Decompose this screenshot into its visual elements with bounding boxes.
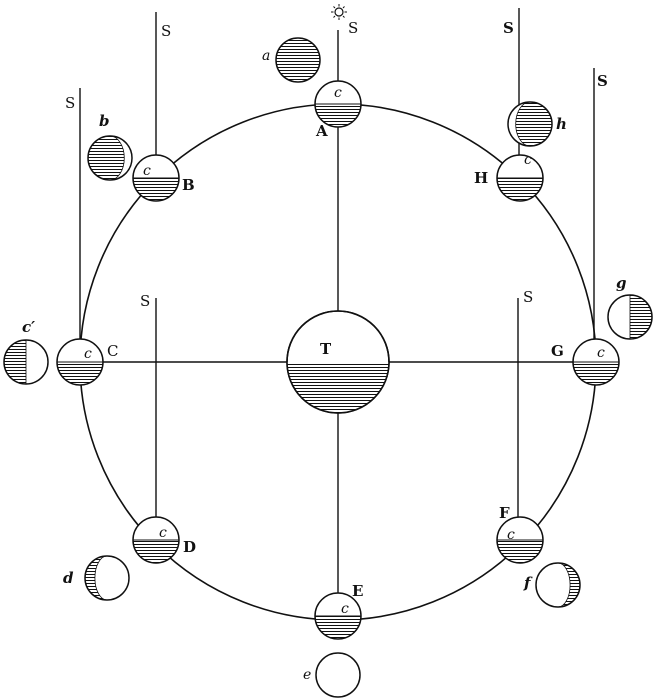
view-label-b: b <box>99 112 110 130</box>
sun-label-3: S <box>348 19 358 37</box>
view-label-g: g <box>616 274 627 292</box>
orbit-moon-A <box>314 80 362 128</box>
moon-label-F: c <box>507 527 515 543</box>
position-label-A: A <box>315 122 328 140</box>
position-label-D: D <box>183 538 196 556</box>
sun-icon <box>331 4 347 20</box>
sun-label-4: S <box>503 19 514 37</box>
moon-label-E: c <box>341 601 349 617</box>
orbit-moon-C <box>56 338 104 386</box>
moon-label-B: c <box>143 163 151 179</box>
phase-view-c <box>3 339 49 385</box>
moon-label-A: c <box>334 85 342 101</box>
phase-view-h <box>507 101 553 147</box>
position-label-C: C <box>107 342 118 360</box>
phase-view-b <box>87 135 133 181</box>
view-label-a: a <box>262 48 270 64</box>
position-label-H: H <box>474 169 488 187</box>
moon-label-C: c <box>84 346 92 362</box>
view-label-f: f <box>523 574 533 592</box>
view-label-d: d <box>63 569 74 587</box>
phase-view-g <box>607 294 653 340</box>
earth-label: T <box>320 340 332 358</box>
orbit-moon-F <box>496 516 544 564</box>
orbit-moon-H <box>496 154 544 202</box>
orbit-moon-D <box>132 516 180 564</box>
sun-label-5: S <box>597 72 608 90</box>
orbit-moon-G <box>572 338 620 386</box>
view-label-e: e <box>303 667 311 683</box>
phase-view-f <box>535 562 581 608</box>
position-label-G: G <box>551 342 564 360</box>
phase-view-e <box>315 652 361 698</box>
moon-label-H: c <box>524 152 532 168</box>
orbit-moon-B <box>132 154 180 202</box>
position-label-B: B <box>182 176 195 194</box>
sun-label-1: S <box>161 22 171 40</box>
orbit-moon-E <box>314 592 362 640</box>
view-label-h: h <box>556 115 567 133</box>
earth <box>286 310 390 414</box>
sun-label-6: S <box>140 292 150 310</box>
view-label-c: c′ <box>22 318 35 336</box>
phase-view-a <box>275 37 321 83</box>
position-label-F: F <box>499 504 510 522</box>
sun-label-2: S <box>65 94 75 112</box>
moon-label-G: c <box>597 345 605 361</box>
phase-view-d <box>84 555 130 601</box>
sun-label-7: S <box>523 288 533 306</box>
position-label-E: E <box>352 582 363 600</box>
moon-label-D: c <box>159 525 167 541</box>
